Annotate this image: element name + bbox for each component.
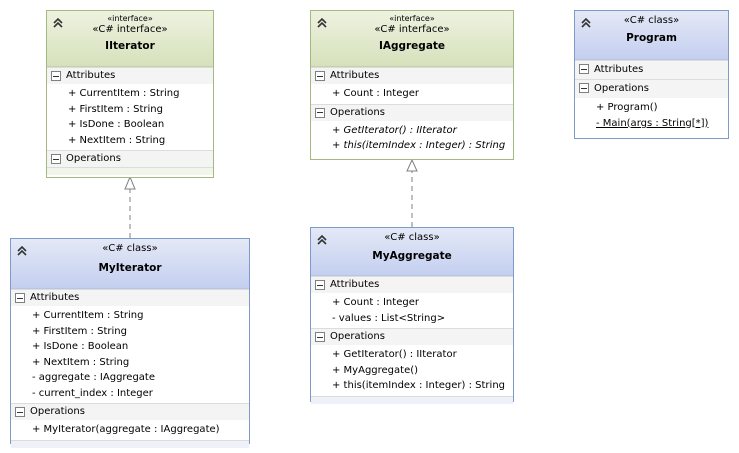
attribute-item[interactable]: + FirstItem : String [68,103,163,115]
class-box-iiterator[interactable]: «interface» «C# interface» IIterator Att… [46,10,214,178]
collapse-section-icon[interactable] [315,71,325,81]
section-title: Operations [66,153,121,164]
class-box-myaggregate[interactable]: «C# class» MyAggregate Attributes + Coun… [310,227,514,404]
operations-list: + MyIterator(aggregate : IAggregate) [11,420,249,440]
operation-item[interactable]: - Main(args : String[*]) [575,116,728,132]
realization-myaggregate-iaggregate [406,158,418,227]
collapse-section-icon[interactable] [51,71,61,81]
operations-section-header[interactable]: Operations [575,79,728,98]
section-title: Operations [30,406,85,417]
operation-item[interactable]: + this(itemIndex : Integer) : String [332,140,506,151]
attribute-item[interactable]: + CurrentItem : String [32,310,144,321]
attributes-list: + Count : Integer [311,84,513,104]
section-title: Operations [330,106,385,118]
class-box-program[interactable]: «C# class» Program Attributes Operations… [574,10,729,139]
collapse-section-icon[interactable] [15,407,25,417]
class-footer [11,439,249,448]
class-box-myiterator[interactable]: «C# class» MyIterator Attributes + Curre… [10,238,250,448]
kind-label: «C# class» [102,243,158,254]
kind-label: «C# interface» [92,24,168,35]
operation-item[interactable]: + GetIterator() : IIterator [332,349,457,360]
class-footer [47,167,213,175]
collapse-section-icon[interactable] [51,154,61,164]
class-name: IAggregate [378,40,446,52]
collapse-icon[interactable] [580,17,592,29]
section-title: Attributes [330,70,380,81]
operations-section-header[interactable]: Operations [47,150,213,167]
kind-label: «C# class» [623,15,680,26]
class-name: MyAggregate [372,250,452,262]
section-title: Attributes [66,70,116,81]
attribute-item[interactable]: + NextItem : String [68,134,166,146]
operations-section-header[interactable]: Operations [11,403,249,420]
attribute-item[interactable]: + CurrentItem : String [68,88,180,99]
operations-list: + GetIterator() : IIterator + MyAggregat… [311,345,513,396]
class-header[interactable]: «C# class» MyIterator [11,239,249,289]
realization-myiterator-iiterator [124,175,136,238]
attributes-section-header[interactable]: Attributes [311,276,513,293]
section-title: Attributes [30,292,80,303]
collapse-icon[interactable] [52,17,64,29]
attribute-item[interactable]: - aggregate : IAggregate [32,372,156,383]
attribute-item[interactable]: + NextItem : String [32,356,130,368]
collapse-section-icon[interactable] [579,64,589,74]
class-header[interactable]: «interface» «C# interface» IAggregate [311,11,513,67]
operations-list: + Program() - Main(args : String[*]) [575,98,728,133]
kind-label: «C# interface» [374,24,450,35]
attribute-item[interactable]: + Count : Integer [332,297,419,308]
attribute-item[interactable]: + IsDone : Boolean [68,119,165,130]
attribute-item[interactable]: + FirstItem : String [32,325,127,337]
attributes-list: + CurrentItem : String + FirstItem : Str… [47,84,213,150]
operations-section-header[interactable]: Operations [311,328,513,345]
attribute-item[interactable]: + IsDone : Boolean [32,341,129,352]
attribute-item[interactable]: + Count : Integer [332,88,419,99]
operation-text: - Main(args : String[*]) [596,117,709,129]
attribute-item[interactable]: - current_index : Integer [32,387,153,399]
stereotype-label: «interface» [389,14,435,23]
section-title: Attributes [594,64,644,75]
attribute-item[interactable]: - values : List<String> [332,312,446,324]
operation-item[interactable]: + GetIterator() : IIterator [332,124,457,136]
class-header[interactable]: «C# class» MyAggregate [311,228,513,276]
operation-item[interactable]: + this(itemIndex : Integer) : String [332,380,505,391]
collapse-icon[interactable] [316,234,328,246]
collapse-section-icon[interactable] [315,332,325,342]
section-title: Operations [330,331,385,342]
class-name: Program [626,32,677,44]
operation-item[interactable]: + Program() [596,102,658,113]
attributes-section-header[interactable]: Attributes [311,67,513,84]
operations-list: + GetIterator() : IIterator + this(itemI… [311,121,513,156]
operation-item[interactable]: + MyAggregate() [332,364,419,376]
attributes-list: + Count : Integer - values : List<String… [311,293,513,328]
collapse-icon[interactable] [16,245,28,257]
stereotype-label: «interface» [107,14,153,23]
section-title: Attributes [330,279,380,290]
class-box-iaggregate[interactable]: «interface» «C# interface» IAggregate At… [310,10,514,160]
operation-item[interactable]: + MyIterator(aggregate : IAggregate) [32,424,220,435]
collapse-section-icon[interactable] [579,83,589,93]
collapse-section-icon[interactable] [15,293,25,303]
section-title: Operations [594,83,649,94]
class-name: IIterator [105,40,155,52]
collapse-icon[interactable] [316,17,328,29]
attributes-section-header[interactable]: Attributes [11,289,249,306]
class-header[interactable]: «interface» «C# interface» IIterator [47,11,213,67]
class-name: MyIterator [98,262,162,274]
class-header[interactable]: «C# class» Program [575,11,728,60]
attributes-list: + CurrentItem : String + FirstItem : Str… [11,306,249,403]
kind-label: «C# class» [384,232,440,243]
attributes-section-header[interactable]: Attributes [575,60,728,79]
collapse-section-icon[interactable] [315,107,325,118]
collapse-section-icon[interactable] [315,280,325,290]
attributes-section-header[interactable]: Attributes [47,67,213,84]
class-footer [311,395,513,404]
operations-section-header[interactable]: Operations [311,103,513,121]
